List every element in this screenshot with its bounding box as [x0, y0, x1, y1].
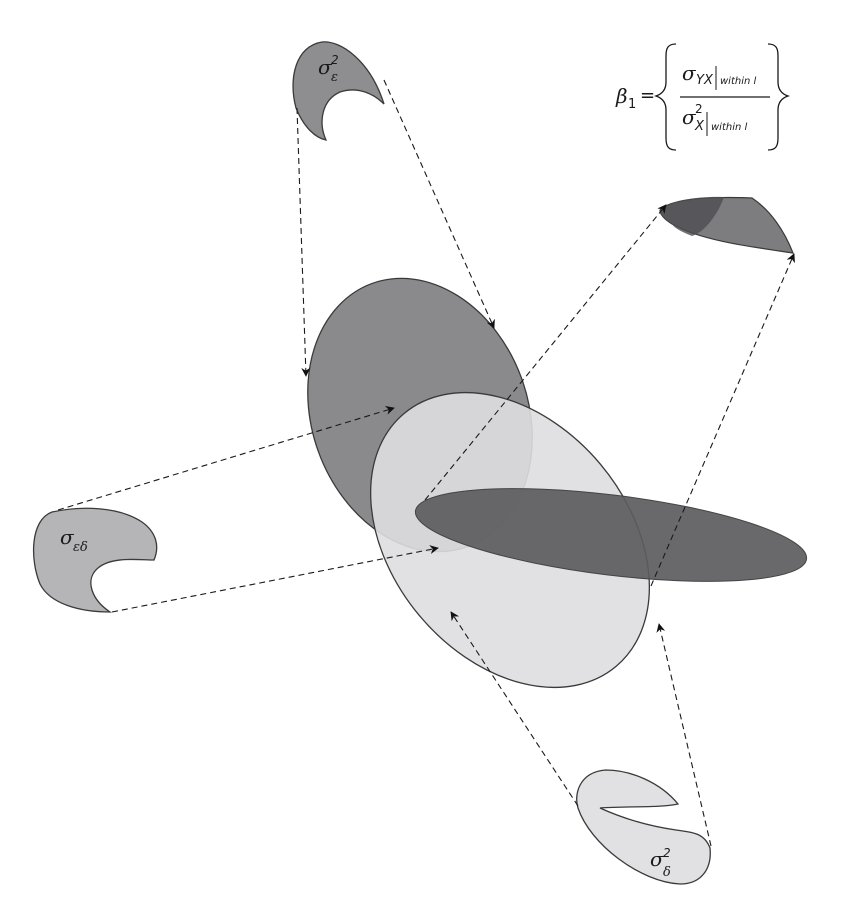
- arrow-intersection-to-cap-right: [650, 253, 795, 587]
- flat-ellipse: [414, 488, 808, 582]
- epsilon-variance-shape: [292, 41, 385, 141]
- arrow-delta-to-light-left: [450, 611, 579, 807]
- delta-variance-shape: [576, 769, 711, 885]
- denominator-superscript: 2: [695, 102, 703, 116]
- beta-subscript: 1: [628, 97, 636, 112]
- arrow-epsilondelta-to-light: [111, 545, 439, 613]
- beta-symbol: β: [615, 84, 628, 108]
- delta-variance-label: σ: [650, 847, 665, 871]
- arrow-epsilondelta-to-upper: [57, 406, 395, 511]
- denominator-sigma: σ: [682, 105, 697, 129]
- numerator-sigma: σ: [682, 61, 697, 85]
- arrow-delta-to-light-right: [656, 623, 712, 847]
- delta-variance-sup: 2: [663, 846, 671, 860]
- denominator-condition: within l: [711, 122, 748, 133]
- epsilon-delta-sub: εδ: [73, 540, 88, 555]
- left-brace: [653, 43, 677, 151]
- epsilon-variance-sup: 2: [331, 53, 339, 67]
- numerator-subscript: YX: [696, 73, 714, 88]
- equals-sign: =: [640, 85, 655, 106]
- beta-equation: β 1 = σ YX within l σ 2 X within l: [615, 43, 791, 151]
- denominator-subscript: X: [694, 119, 705, 134]
- epsilon-variance-label: σ: [318, 55, 333, 79]
- arrow-epsilon-to-upper-right: [383, 79, 495, 329]
- epsilon-delta-label: σ: [60, 525, 75, 549]
- arrow-epsilon-to-upper-left: [296, 107, 311, 377]
- regression-cap-shape: [659, 196, 794, 254]
- epsilon-variance-sub: ε: [331, 70, 338, 85]
- arrow-intersection-to-cap-left: [424, 204, 667, 501]
- numerator-condition: within l: [720, 76, 757, 87]
- delta-variance-sub: δ: [663, 865, 671, 880]
- right-brace: [767, 43, 791, 151]
- epsilon-delta-shape: [32, 507, 158, 613]
